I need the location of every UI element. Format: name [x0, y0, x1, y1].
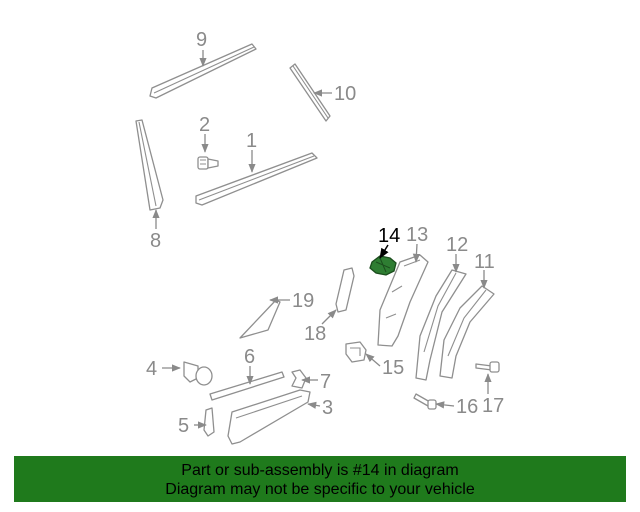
- part-12-wheel-arch: [415, 269, 467, 381]
- leader-lines: [152, 50, 492, 429]
- banner-line-1: Part or sub-assembly is #14 in diagram: [181, 462, 459, 479]
- callout-7[interactable]: 7: [320, 371, 331, 393]
- part-9-molding: [149, 43, 257, 99]
- part-16-screw: [413, 393, 437, 410]
- part-14-highlighted: [369, 255, 397, 276]
- callout-8[interactable]: 8: [150, 230, 161, 252]
- callout-16[interactable]: 16: [456, 396, 478, 418]
- callout-3[interactable]: 3: [322, 397, 333, 419]
- callout-6[interactable]: 6: [244, 346, 255, 368]
- callout-15[interactable]: 15: [382, 357, 404, 379]
- part-18-trim: [335, 267, 355, 313]
- callout-1[interactable]: 1: [246, 130, 257, 152]
- part-17-bolt: [475, 361, 500, 373]
- callout-19[interactable]: 19: [292, 290, 314, 312]
- part-11-fender-flare: [439, 285, 495, 379]
- part-3-door-molding: [227, 389, 311, 445]
- callout-11[interactable]: 11: [474, 251, 495, 273]
- callout-14[interactable]: 14: [378, 225, 400, 247]
- callout-4[interactable]: 4: [146, 358, 157, 380]
- callout-13[interactable]: 13: [406, 224, 428, 246]
- part-10-molding: [289, 63, 331, 122]
- callout-9[interactable]: 9: [196, 29, 207, 51]
- part-13-wheel-molding: [377, 254, 429, 347]
- callout-17[interactable]: 17: [482, 395, 504, 417]
- info-banner: Part or sub-assembly is #14 in diagram D…: [14, 456, 626, 502]
- callout-2[interactable]: 2: [199, 114, 210, 136]
- banner-line-2: Diagram may not be specific to your vehi…: [165, 481, 475, 498]
- part-15-bracket: [345, 341, 367, 363]
- part-19-triangle: [239, 299, 281, 339]
- part-6-strip: [209, 371, 285, 401]
- part-4-grommet: [183, 361, 213, 386]
- callout-12[interactable]: 12: [446, 234, 468, 256]
- callout-18[interactable]: 18: [304, 323, 326, 345]
- callout-5[interactable]: 5: [178, 415, 189, 437]
- parts-diagram: 9 10 2 1 8 14 13 12 11 19 18 15 17 16 4 …: [135, 29, 504, 445]
- part-7-end-cap: [291, 369, 307, 389]
- part-8-pillar-molding: [135, 119, 164, 211]
- callout-10[interactable]: 10: [334, 83, 356, 105]
- callout-labels: 9 10 2 1 8 14 13 12 11 19 18 15 17 16 4 …: [146, 29, 504, 437]
- part-2-clip: [197, 156, 219, 170]
- part-1-body-molding: [195, 152, 318, 206]
- part-5-small-molding: [203, 407, 215, 437]
